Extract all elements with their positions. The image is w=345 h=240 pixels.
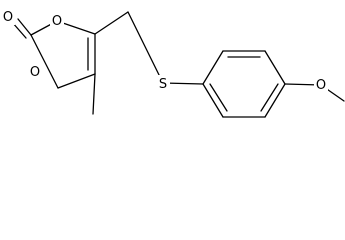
bond-carbonyl-double-a [17,18,32,36]
bond-c5-methyl [92,73,96,115]
bond-ar4-ar5 [264,83,286,118]
bond-aromatic-inner-left [209,83,228,112]
bond-c4-ch2 [94,11,129,35]
bond-aromatic-inner-right [260,83,279,112]
bond-o3-c2 [30,34,59,89]
ring-oxygen-bottom-bg [28,63,42,80]
atom-labels: O O O S O [1,8,328,93]
carbonyl-oxygen-label: O [3,10,13,25]
molecule-canvas: O O O S O [1,8,345,118]
methoxy-oxygen-bg [314,76,328,93]
bond-ch2-s [127,11,164,84]
carbonyl-oxygen-bg [1,8,15,25]
bond-c5-o3 [57,73,96,89]
bond-ar3-ar4 [264,50,286,85]
bond-ar6-ar1 [202,83,224,118]
sulfur-bg [156,75,170,92]
methoxy-oxygen-label: O [316,78,326,93]
ring-oxygen-top-label: O [52,14,62,29]
structure-diagram: O O O S O [1,8,345,118]
ring-oxygen-top-bg [50,12,64,29]
sulfur-label: S [159,77,167,92]
bond-ar1-ar2 [202,50,224,85]
ring-oxygen-bottom-label: O [30,65,40,80]
